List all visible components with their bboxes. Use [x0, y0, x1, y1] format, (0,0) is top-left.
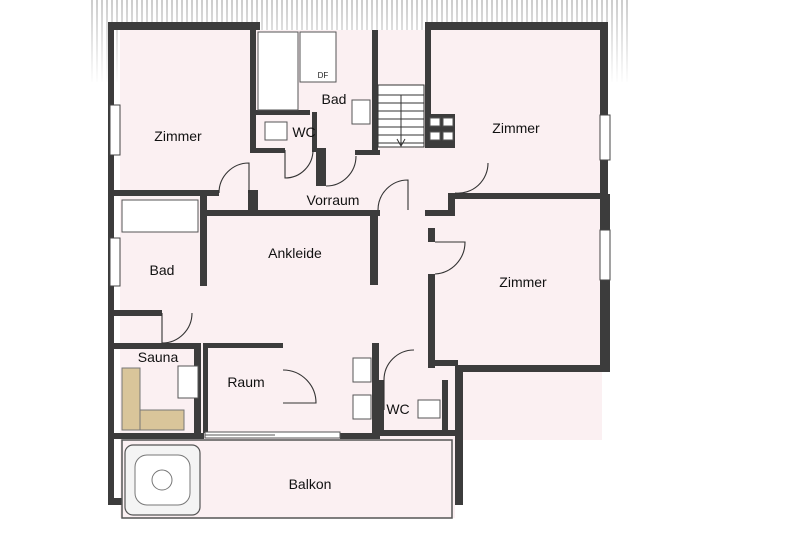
staircase [377, 84, 425, 148]
room-label-raum: Raum [227, 374, 264, 390]
room-label-zimmer-right: Zimmer [499, 274, 547, 290]
fixtures [121, 31, 454, 516]
room-label-balkon: Balkon [289, 476, 332, 492]
room-label-zimmer-left: Zimmer [154, 128, 202, 144]
room-label-wc-top: WC [292, 124, 315, 140]
room-label-sauna: Sauna [138, 349, 179, 365]
inner-walls [114, 30, 608, 519]
doors [161, 149, 489, 410]
room-labels: Zimmer Bad WC Zimmer Vorraum Bad Ankleid… [138, 71, 547, 492]
room-label-vorraum: Vorraum [307, 192, 360, 208]
windows [109, 104, 611, 287]
room-label-wc-bottom: WC [386, 401, 409, 417]
room-label-bad-top: Bad [322, 91, 347, 107]
stair-direction-arrow [396, 95, 406, 148]
shower-tag: DF [318, 71, 329, 80]
room-label-zimmer-top-right: Zimmer [492, 120, 540, 136]
room-label-ankleide: Ankleide [268, 245, 322, 261]
room-label-bad-left: Bad [150, 262, 175, 278]
